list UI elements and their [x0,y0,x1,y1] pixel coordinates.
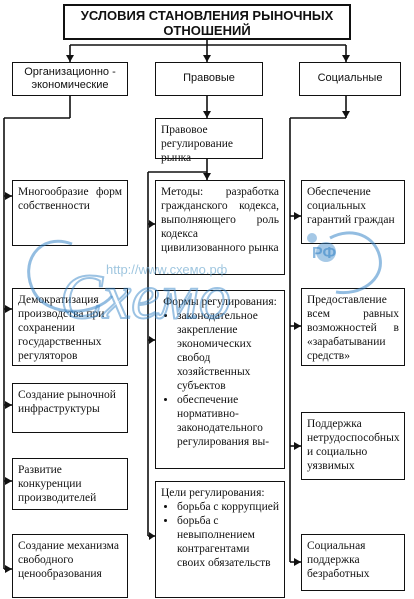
column-social-header: Социальные [299,62,401,96]
legal-goals-title: Цели регулирования: [161,487,265,499]
org-item-text: Многообразие форм собственности [18,186,122,213]
legal-regulation-text: Правовое регулирование рынка [161,124,234,165]
social-item-unemployed-support: Социальная поддержка безработных [301,534,405,591]
legal-methods: Методы: разработка гражданского кодекса,… [155,180,285,275]
social-item-guarantees: Обеспечение социальных гарантий граждан [301,180,405,244]
legal-goals: Цели регулирования: борьба с коррупцией … [155,481,285,598]
social-item-equal-opportunities: Предоставление всем равных возможностей … [301,288,405,366]
diagram-title-text: УСЛОВИЯ СТАНОВЛЕНИЯ РЫНОЧНЫХ ОТНОШЕНИЙ [80,8,334,38]
column-legal-label: Правовые [183,72,235,84]
diagram-title: УСЛОВИЯ СТАНОВЛЕНИЯ РЫНОЧНЫХ ОТНОШЕНИЙ [63,4,351,40]
social-item-vulnerable-support: Поддержка нетрудоспособных и социально у… [301,412,405,480]
column-org-label: Организационно - экономические [24,66,116,92]
legal-goals-list: борьба с коррупцией борьба с невыполнени… [161,500,279,570]
org-item-text: Демократизация производства при сохранен… [18,294,105,363]
social-item-text: Обеспечение социальных гарантий граждан [307,186,395,227]
legal-forms: Формы регулирования: законодательное зак… [155,290,285,469]
org-item-text: Создание рыночной инфраструктуры [18,389,116,416]
social-item-text: Поддержка нетрудоспособных и социально у… [307,418,400,473]
org-item-ownership: Многообразие форм собственности [12,180,128,246]
legal-forms-item: обеспечение нормативно-законодательного … [177,393,279,449]
org-item-democratization: Демократизация производства при сохранен… [12,288,128,366]
legal-goals-item: борьба с невыполнением контрагентами сво… [177,514,279,570]
legal-regulation: Правовое регулирование рынка [155,118,263,164]
social-item-text: Социальная поддержка безработных [307,540,370,581]
org-item-competition: Развитие конкуренции производителей [12,458,128,510]
org-item-text: Развитие конкуренции производителей [18,464,97,505]
legal-goals-item: борьба с коррупцией [177,500,279,514]
legal-methods-text: Методы: разработка гражданского кодекса,… [161,186,279,255]
org-item-infrastructure: Создание рыночной инфраструктуры [12,383,128,433]
legal-forms-list: законодательное закрепление экономически… [161,309,279,449]
legal-forms-title: Формы регулирования: [163,296,277,308]
org-item-text: Создание механизма свободного ценообразо… [18,540,119,581]
column-social-label: Социальные [317,72,383,84]
org-item-pricing: Создание механизма свободного ценообразо… [12,534,128,598]
column-legal-header: Правовые [155,62,263,96]
social-item-text: Предоставление всем равных возможностей … [307,294,399,363]
legal-forms-item: законодательное закрепление экономически… [177,309,279,393]
column-org-header: Организационно - экономические [12,62,128,96]
